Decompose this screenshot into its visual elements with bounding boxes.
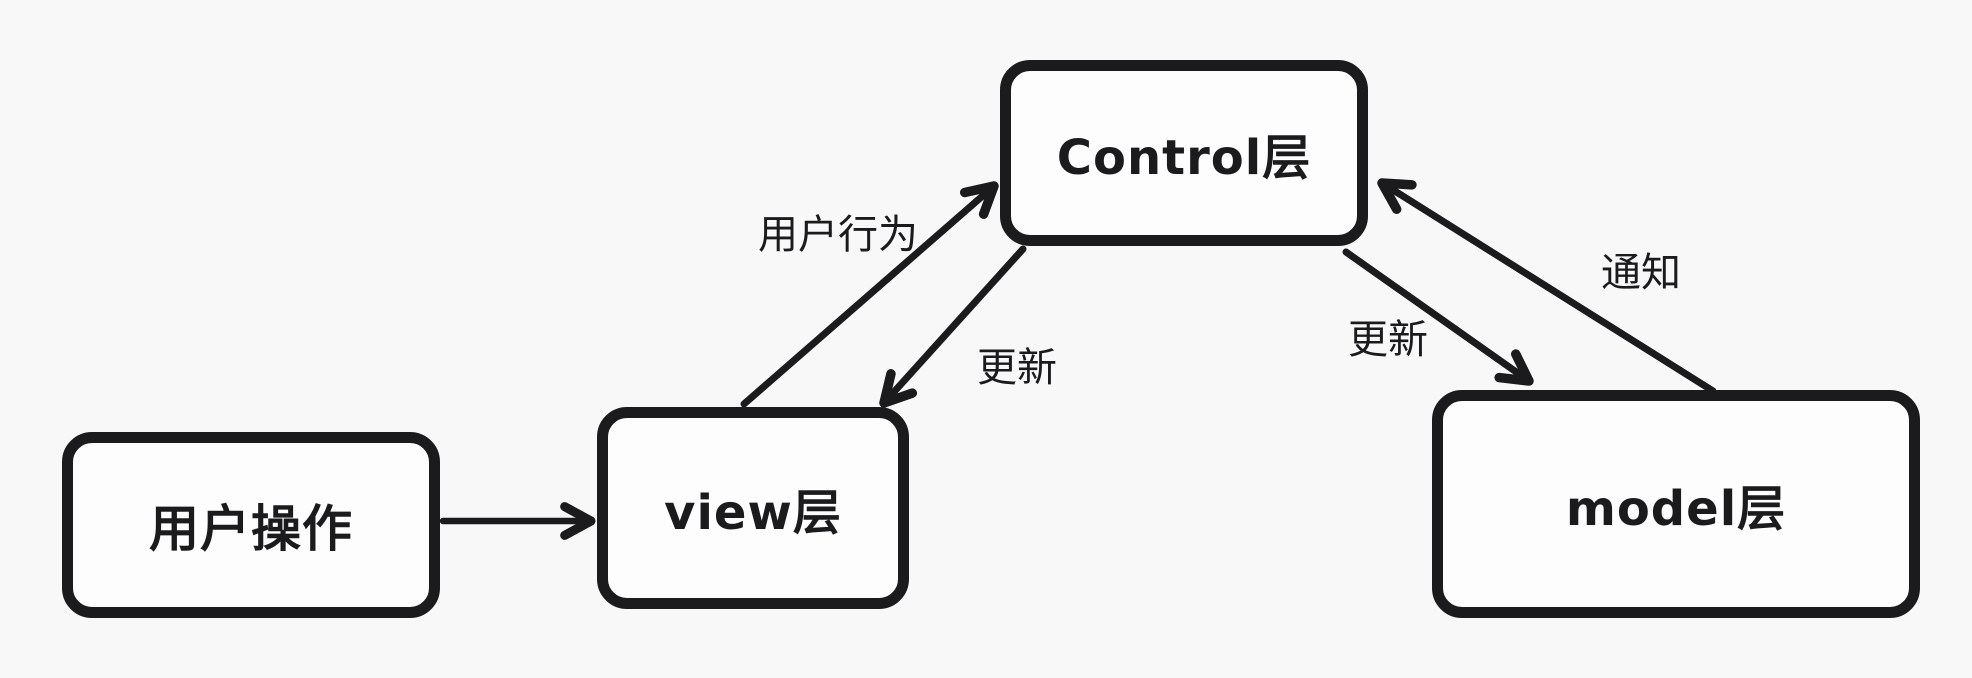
node-view: view层 [597, 407, 909, 609]
node-control: Control层 [1000, 60, 1368, 246]
node-control-label: Control层 [1056, 130, 1312, 186]
edge-label-update-model: 更新 [1348, 317, 1428, 363]
edge-label-notify: 通知 [1601, 250, 1681, 296]
node-model: model层 [1432, 390, 1920, 618]
arrow-user-action-to-view [439, 502, 596, 540]
node-model-label: model层 [1565, 481, 1787, 537]
edge-label-user-behavior: 用户行为 [758, 212, 918, 258]
node-user-action: 用户操作 [62, 432, 440, 618]
node-user-action-label: 用户操作 [149, 500, 353, 558]
edge-label-update-view: 更新 [977, 345, 1057, 391]
node-view-label: view层 [664, 485, 842, 541]
